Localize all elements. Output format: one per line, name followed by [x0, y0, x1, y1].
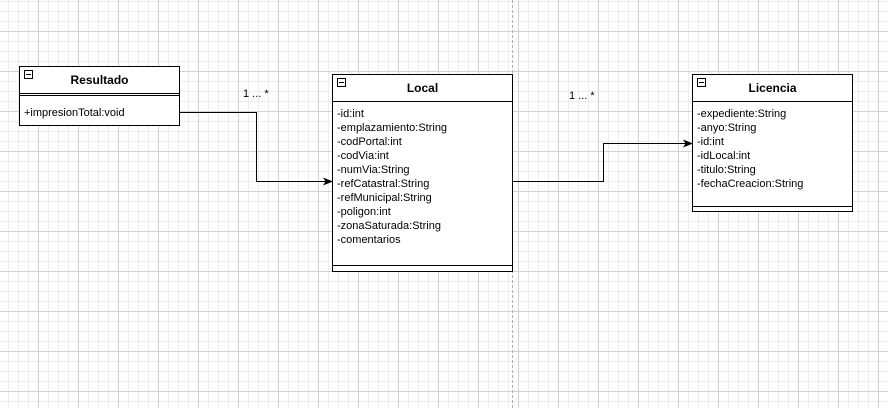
class-attribute[interactable]: -id:int — [697, 136, 724, 148]
collapse-icon[interactable] — [24, 70, 33, 79]
class-licencia[interactable]: Licencia -expediente:String-anyo:String-… — [692, 74, 853, 212]
class-attribute[interactable]: -anyo:String — [697, 122, 757, 134]
methods-compartment-local[interactable] — [333, 265, 512, 271]
class-attribute[interactable]: -expediente:String — [697, 108, 787, 120]
multiplicity-resultado-local: 1 ... * — [243, 88, 269, 100]
class-attribute[interactable]: -comentarios — [337, 234, 401, 246]
collapse-icon[interactable] — [697, 78, 706, 87]
class-name-licencia: Licencia — [748, 81, 797, 95]
class-name-resultado: Resultado — [70, 73, 129, 87]
attributes-compartment-local[interactable]: -id:int -emplazamiento:String -codPortal:i… — [333, 102, 512, 247]
class-name-local: Local — [406, 81, 439, 95]
class-attribute[interactable]: -codVia:int — [337, 150, 389, 162]
class-attribute[interactable]: -fechaCreacion:String — [697, 178, 804, 190]
class-attribute[interactable]: -idLocal:int — [697, 150, 751, 162]
class-attribute[interactable]: -id:int — [337, 108, 364, 120]
class-local[interactable]: Local -id:int -emplazamiento:String -codPo… — [332, 74, 513, 272]
edge-resultado-to-local[interactable] — [179, 112, 333, 186]
class-attribute[interactable]: -poligon:int — [337, 206, 391, 218]
attributes-compartment-licencia[interactable]: -expediente:String -anyo:String -id:int -id… — [693, 102, 852, 191]
collapse-icon[interactable] — [337, 78, 346, 87]
class-attribute[interactable]: -emplazamiento:String — [337, 122, 448, 134]
class-header-licencia[interactable]: Licencia — [693, 75, 852, 102]
class-method[interactable]: +impresionTotal:void — [24, 107, 125, 119]
class-attribute[interactable]: -titulo:String — [697, 164, 756, 176]
class-header-resultado[interactable]: Resultado — [20, 67, 179, 94]
class-resultado[interactable]: Resultado +impresionTotal:void — [19, 66, 180, 126]
class-attribute[interactable]: -refMunicipal:String — [337, 192, 432, 204]
class-attribute[interactable]: -refCatastral:String — [337, 178, 430, 190]
class-header-local[interactable]: Local — [333, 75, 512, 102]
edge-local-to-licencia[interactable] — [512, 139, 693, 182]
class-attribute[interactable]: -numVia:String — [337, 164, 410, 176]
methods-compartment-licencia[interactable] — [693, 206, 852, 211]
class-attribute[interactable]: -codPortal:int — [337, 136, 402, 148]
class-attribute[interactable]: -zonaSaturada:String — [337, 220, 441, 232]
multiplicity-local-licencia: 1 ... * — [569, 90, 595, 102]
methods-compartment-resultado[interactable]: +impresionTotal:void — [20, 95, 179, 125]
